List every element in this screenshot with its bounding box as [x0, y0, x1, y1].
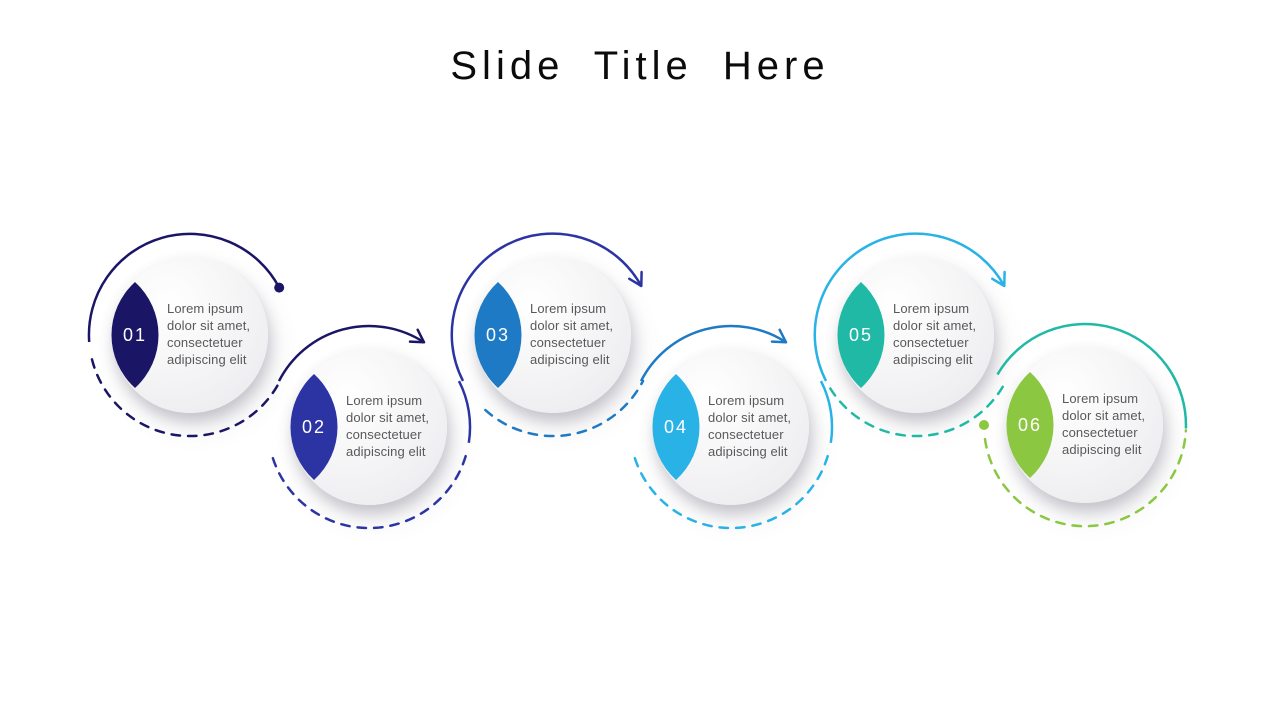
step-circle	[475, 257, 631, 413]
step-number: 05	[848, 325, 874, 345]
step-leaf-marker	[111, 282, 159, 388]
slide-title: Slide Title Here	[450, 44, 830, 88]
step-number: 06	[1017, 415, 1043, 435]
ring-solid-arc	[819, 380, 834, 443]
step-circle	[112, 257, 268, 413]
arrow-head-icon	[408, 328, 426, 344]
step-description: Lorem ipsum dolor sit amet, consectetuer…	[167, 301, 251, 367]
step-number: 03	[485, 325, 511, 345]
ring-solid-arc	[450, 232, 643, 382]
ring-dashed-arc	[271, 448, 469, 530]
ring-dashed-arc	[983, 429, 1188, 528]
ring-solid-arc	[996, 322, 1188, 429]
step-description: Lorem ipsum dolor sit amet, consectetuer…	[1062, 391, 1146, 457]
step-circle	[1007, 347, 1163, 503]
step-leaf-marker	[474, 282, 522, 388]
step-description: Lorem ipsum dolor sit amet, consectetuer…	[346, 393, 430, 459]
ring-solid-arc	[639, 324, 787, 382]
ring-solid-arc	[457, 380, 472, 443]
step-leaf-marker	[290, 374, 338, 480]
step-number: 04	[663, 417, 689, 437]
arrow-head-icon	[991, 270, 1006, 288]
ring-dashed-arc	[633, 448, 831, 530]
arrow-head-icon	[628, 270, 643, 288]
step-description: Lorem ipsum dolor sit amet, consectetuer…	[530, 301, 614, 367]
ring-solid-arc	[277, 324, 425, 382]
step-number: 02	[301, 417, 327, 437]
step-description: Lorem ipsum dolor sit amet, consectetuer…	[708, 393, 792, 459]
ring-dashed-arc	[484, 379, 645, 438]
step-leaf-marker	[837, 282, 885, 388]
ring-solid-arc	[87, 232, 281, 343]
ring-dashed-arc	[829, 379, 1008, 438]
step-number: 01	[122, 325, 148, 345]
step-leaf-marker	[1006, 372, 1054, 478]
ring-endpoint-dot	[979, 420, 989, 430]
ring-dashed-arc	[90, 358, 282, 438]
step-circle	[838, 257, 994, 413]
step-leaf-marker	[652, 374, 700, 480]
ring-solid-arc	[813, 232, 1006, 382]
ring-endpoint-dot	[274, 282, 285, 293]
arrow-head-icon	[770, 328, 788, 344]
step-circle	[291, 349, 447, 505]
step-description: Lorem ipsum dolor sit amet, consectetuer…	[893, 301, 977, 367]
step-circle	[653, 349, 809, 505]
